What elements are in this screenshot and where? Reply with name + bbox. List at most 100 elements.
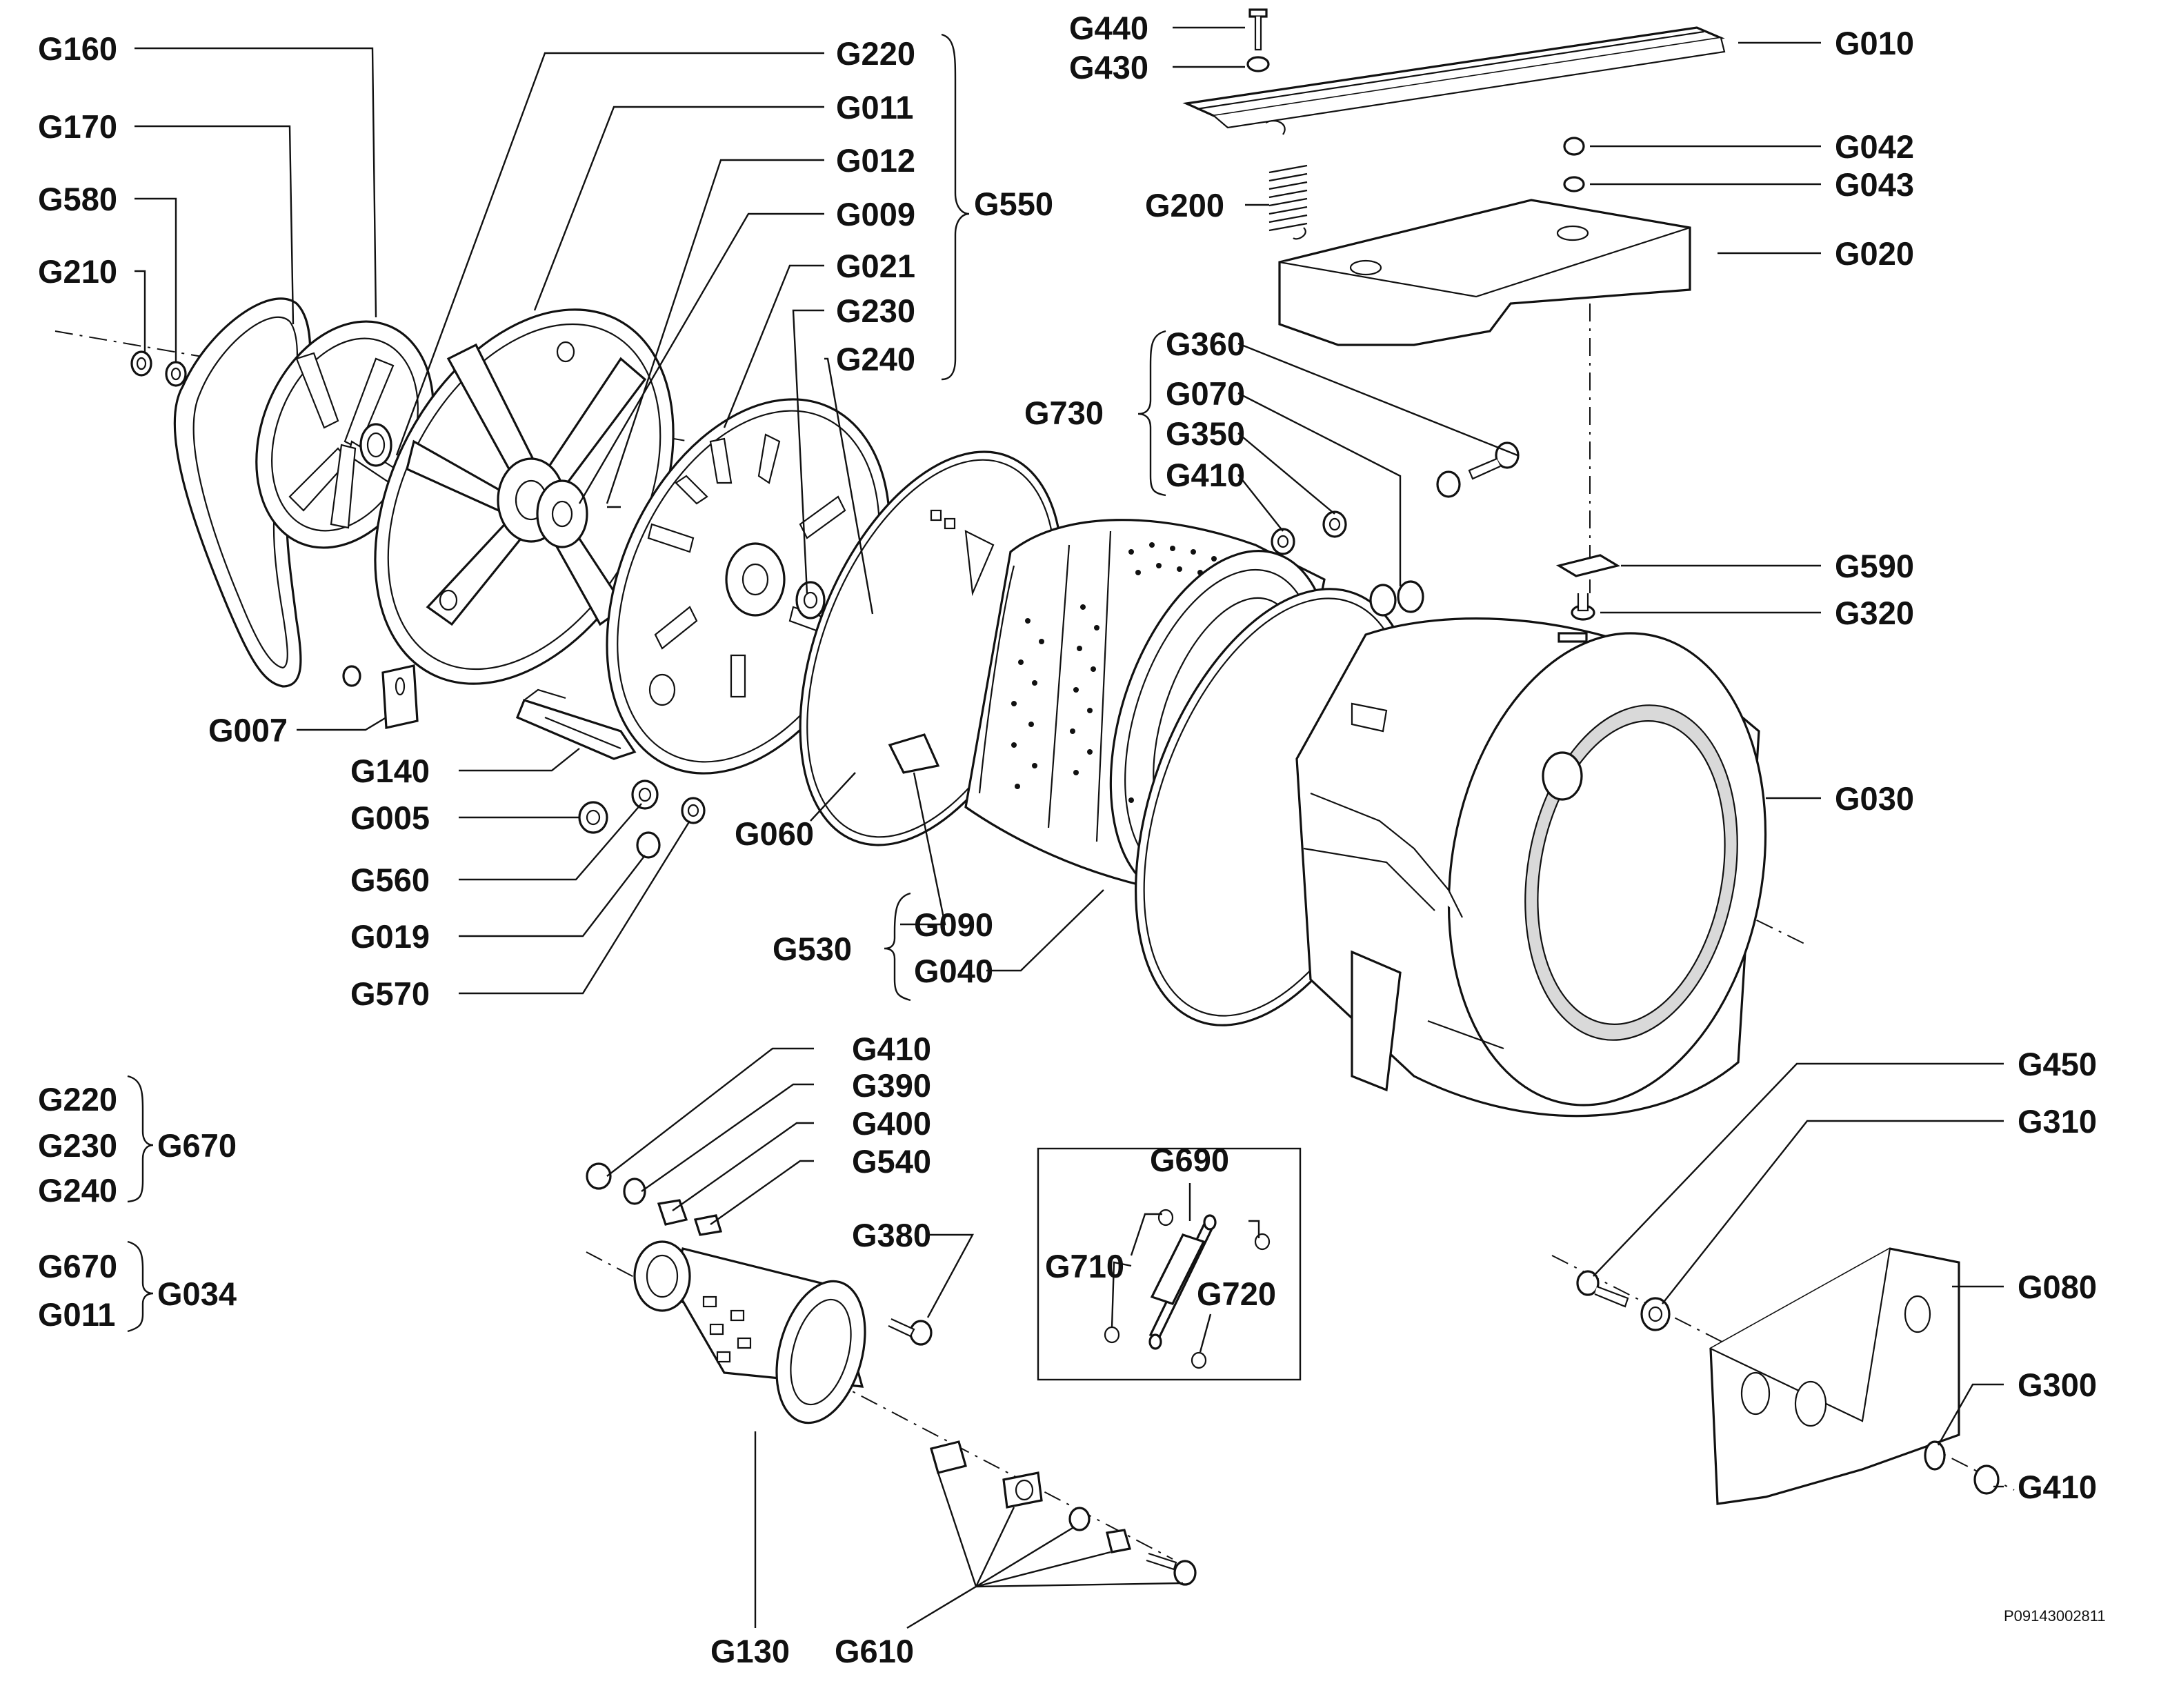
label-g070: G070 bbox=[1166, 375, 1245, 412]
label-g042: G042 bbox=[1835, 128, 1914, 165]
label-g009: G009 bbox=[836, 196, 915, 232]
label-g040: G040 bbox=[914, 953, 993, 989]
label-g410-motor: G410 bbox=[852, 1031, 931, 1067]
nut-g410-c bbox=[1973, 1464, 2000, 1495]
label-g670: G670 bbox=[157, 1127, 237, 1164]
label-g540: G540 bbox=[852, 1143, 931, 1180]
label-g560: G560 bbox=[350, 862, 430, 898]
bolt-g320 bbox=[1571, 593, 1595, 621]
label-g430: G430 bbox=[1069, 49, 1148, 86]
motor bbox=[633, 1240, 866, 1424]
label-g230-b: G230 bbox=[38, 1127, 117, 1164]
label-g030: G030 bbox=[1835, 780, 1914, 817]
label-g310: G310 bbox=[2018, 1103, 2097, 1140]
outer-tub bbox=[1295, 617, 1767, 1118]
label-g012: G012 bbox=[836, 142, 915, 179]
label-g130: G130 bbox=[710, 1633, 790, 1669]
label-g007: G007 bbox=[208, 712, 288, 748]
washer-g430 bbox=[1246, 56, 1270, 72]
label-g690: G690 bbox=[1150, 1142, 1229, 1178]
drum-spider bbox=[374, 308, 675, 685]
mount-kit-g610 bbox=[930, 1440, 1197, 1586]
drum-bracket bbox=[888, 530, 995, 774]
top-counterweight bbox=[1278, 199, 1691, 346]
label-g550: G550 bbox=[974, 186, 1053, 222]
washer-g570 bbox=[681, 797, 706, 824]
front-counterweight bbox=[1709, 1247, 1960, 1505]
label-g710: G710 bbox=[1045, 1248, 1124, 1284]
label-g300: G300 bbox=[2018, 1367, 2097, 1403]
bushing-g230 bbox=[795, 581, 826, 619]
callout-labels: G160 G170 G580 G210 G220 G011 G012 G009 … bbox=[38, 10, 2106, 1669]
nut-g005 bbox=[578, 801, 608, 834]
label-g060: G060 bbox=[735, 815, 814, 852]
washer-g390 bbox=[623, 1178, 646, 1205]
braces bbox=[127, 33, 1166, 1333]
clip-g007 bbox=[342, 664, 419, 729]
label-g320: G320 bbox=[1835, 595, 1914, 631]
leader-lines bbox=[135, 26, 2004, 1629]
label-g350: G350 bbox=[1166, 415, 1245, 452]
nut-g410-b bbox=[586, 1162, 612, 1190]
washer-g043 bbox=[1563, 176, 1585, 192]
nut-g410-a bbox=[1271, 528, 1295, 555]
label-g580: G580 bbox=[38, 181, 117, 217]
label-g019: G019 bbox=[350, 918, 430, 955]
label-g390: G390 bbox=[852, 1067, 931, 1104]
pad-g590 bbox=[1555, 554, 1621, 577]
label-g450: G450 bbox=[2018, 1046, 2097, 1082]
nut-g042 bbox=[1563, 137, 1585, 156]
washer-g019 bbox=[636, 831, 661, 859]
label-g210: G210 bbox=[38, 253, 117, 290]
label-g080: G080 bbox=[2018, 1269, 2097, 1305]
label-g021: G021 bbox=[836, 248, 915, 284]
label-g220-b: G220 bbox=[38, 1081, 117, 1118]
heating-element bbox=[515, 688, 637, 760]
label-g380: G380 bbox=[852, 1217, 931, 1253]
label-g011: G011 bbox=[836, 89, 913, 126]
label-g010: G010 bbox=[1835, 25, 1914, 61]
washer-g300 bbox=[1924, 1440, 1946, 1471]
label-g140: G140 bbox=[350, 753, 430, 789]
label-g220: G220 bbox=[836, 35, 915, 72]
nut-g350 bbox=[1322, 510, 1347, 538]
label-g410-right: G410 bbox=[2018, 1469, 2097, 1505]
label-g670-b: G670 bbox=[38, 1248, 117, 1284]
nut-g560 bbox=[631, 779, 659, 810]
bushing-g540 bbox=[693, 1214, 723, 1236]
suspension-spring bbox=[1265, 120, 1308, 240]
label-g240: G240 bbox=[836, 341, 915, 377]
label-g610: G610 bbox=[835, 1633, 914, 1669]
label-g230: G230 bbox=[836, 292, 915, 329]
bolt-g450 bbox=[1576, 1270, 1629, 1308]
label-g730: G730 bbox=[1024, 395, 1104, 431]
washer-g210 bbox=[130, 350, 152, 377]
label-g590: G590 bbox=[1835, 548, 1914, 584]
label-g034: G034 bbox=[157, 1275, 237, 1312]
drawing-code: P09143002811 bbox=[2004, 1607, 2106, 1625]
flange-g009 bbox=[536, 479, 621, 548]
label-g570: G570 bbox=[350, 975, 430, 1012]
label-g530: G530 bbox=[773, 931, 852, 967]
label-g005: G005 bbox=[350, 800, 430, 836]
label-g240-b: G240 bbox=[38, 1172, 117, 1209]
bolt-g360 bbox=[1436, 441, 1520, 498]
label-g410-top: G410 bbox=[1166, 457, 1245, 493]
label-g043: G043 bbox=[1835, 166, 1914, 203]
label-g400: G400 bbox=[852, 1105, 931, 1142]
label-g090: G090 bbox=[914, 906, 993, 943]
label-g360: G360 bbox=[1166, 326, 1245, 362]
label-g170: G170 bbox=[38, 108, 117, 145]
label-g200: G200 bbox=[1145, 187, 1224, 224]
washer-g580 bbox=[165, 361, 187, 387]
washer-g310 bbox=[1640, 1297, 1671, 1331]
top-rail bbox=[1182, 26, 1726, 129]
screw-g440 bbox=[1248, 8, 1268, 51]
label-g020: G020 bbox=[1835, 235, 1914, 272]
bolt-g380 bbox=[888, 1318, 933, 1346]
label-g440: G440 bbox=[1069, 10, 1148, 46]
label-g720: G720 bbox=[1197, 1275, 1276, 1312]
label-g160: G160 bbox=[38, 30, 117, 67]
label-g011-b: G011 bbox=[38, 1296, 115, 1333]
